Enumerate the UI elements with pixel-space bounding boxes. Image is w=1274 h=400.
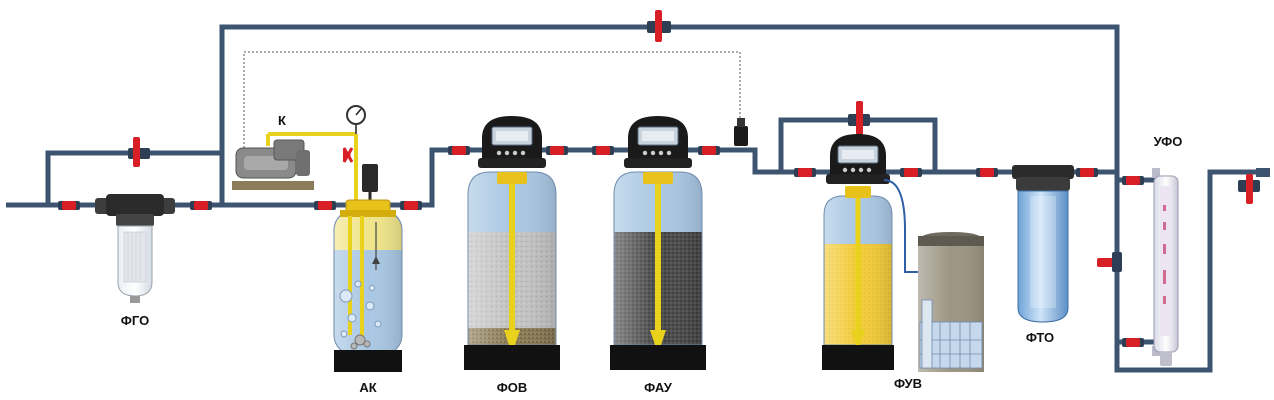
valve[interactable] <box>698 146 720 155</box>
valve[interactable] <box>546 146 568 155</box>
compressor[interactable] <box>232 105 378 203</box>
valve[interactable] <box>448 146 470 155</box>
valve[interactable] <box>1076 168 1098 177</box>
carbon-filter[interactable] <box>610 116 706 370</box>
label-ak: АК <box>359 380 376 395</box>
aeration-column[interactable] <box>333 199 403 372</box>
inlet-pipe <box>6 147 1117 208</box>
label-k: К <box>278 113 286 128</box>
fine-filter[interactable] <box>1012 165 1074 323</box>
valve[interactable] <box>314 201 336 210</box>
outlet-valve[interactable] <box>1238 174 1260 204</box>
uv-sterilizer[interactable] <box>1152 168 1179 366</box>
flow-sensor <box>734 118 748 146</box>
prefilter-bypass-pipe <box>45 150 222 205</box>
valve[interactable] <box>592 146 614 155</box>
label-fto: ФТО <box>1026 330 1054 345</box>
brine-tank[interactable] <box>918 232 984 372</box>
outlet-cap <box>1256 168 1270 177</box>
label-fgo: ФГО <box>121 313 149 328</box>
valve[interactable] <box>1097 252 1122 272</box>
label-ufo: УФО <box>1154 134 1183 149</box>
main-bypass-pipe <box>219 24 1270 373</box>
label-fov: ФОВ <box>497 380 528 395</box>
valve[interactable] <box>794 168 816 177</box>
valve[interactable] <box>58 201 80 210</box>
softener-filter[interactable] <box>822 134 920 370</box>
iron-removal-filter[interactable] <box>464 116 560 370</box>
coarse-filter[interactable] <box>95 194 175 303</box>
valve[interactable] <box>976 168 998 177</box>
main-bypass-valve[interactable] <box>647 10 671 42</box>
valve[interactable] <box>1122 338 1144 347</box>
valve[interactable] <box>190 201 212 210</box>
label-fuv: ФУВ <box>894 376 922 391</box>
valve[interactable] <box>900 168 922 177</box>
softener-bypass-valve[interactable] <box>848 101 870 135</box>
label-fau: ФАУ <box>644 380 673 395</box>
valve[interactable] <box>1122 176 1144 185</box>
control-signal-line <box>243 51 741 160</box>
valves <box>58 10 1260 347</box>
bypass-valve[interactable] <box>128 137 150 167</box>
valve[interactable] <box>400 201 422 210</box>
